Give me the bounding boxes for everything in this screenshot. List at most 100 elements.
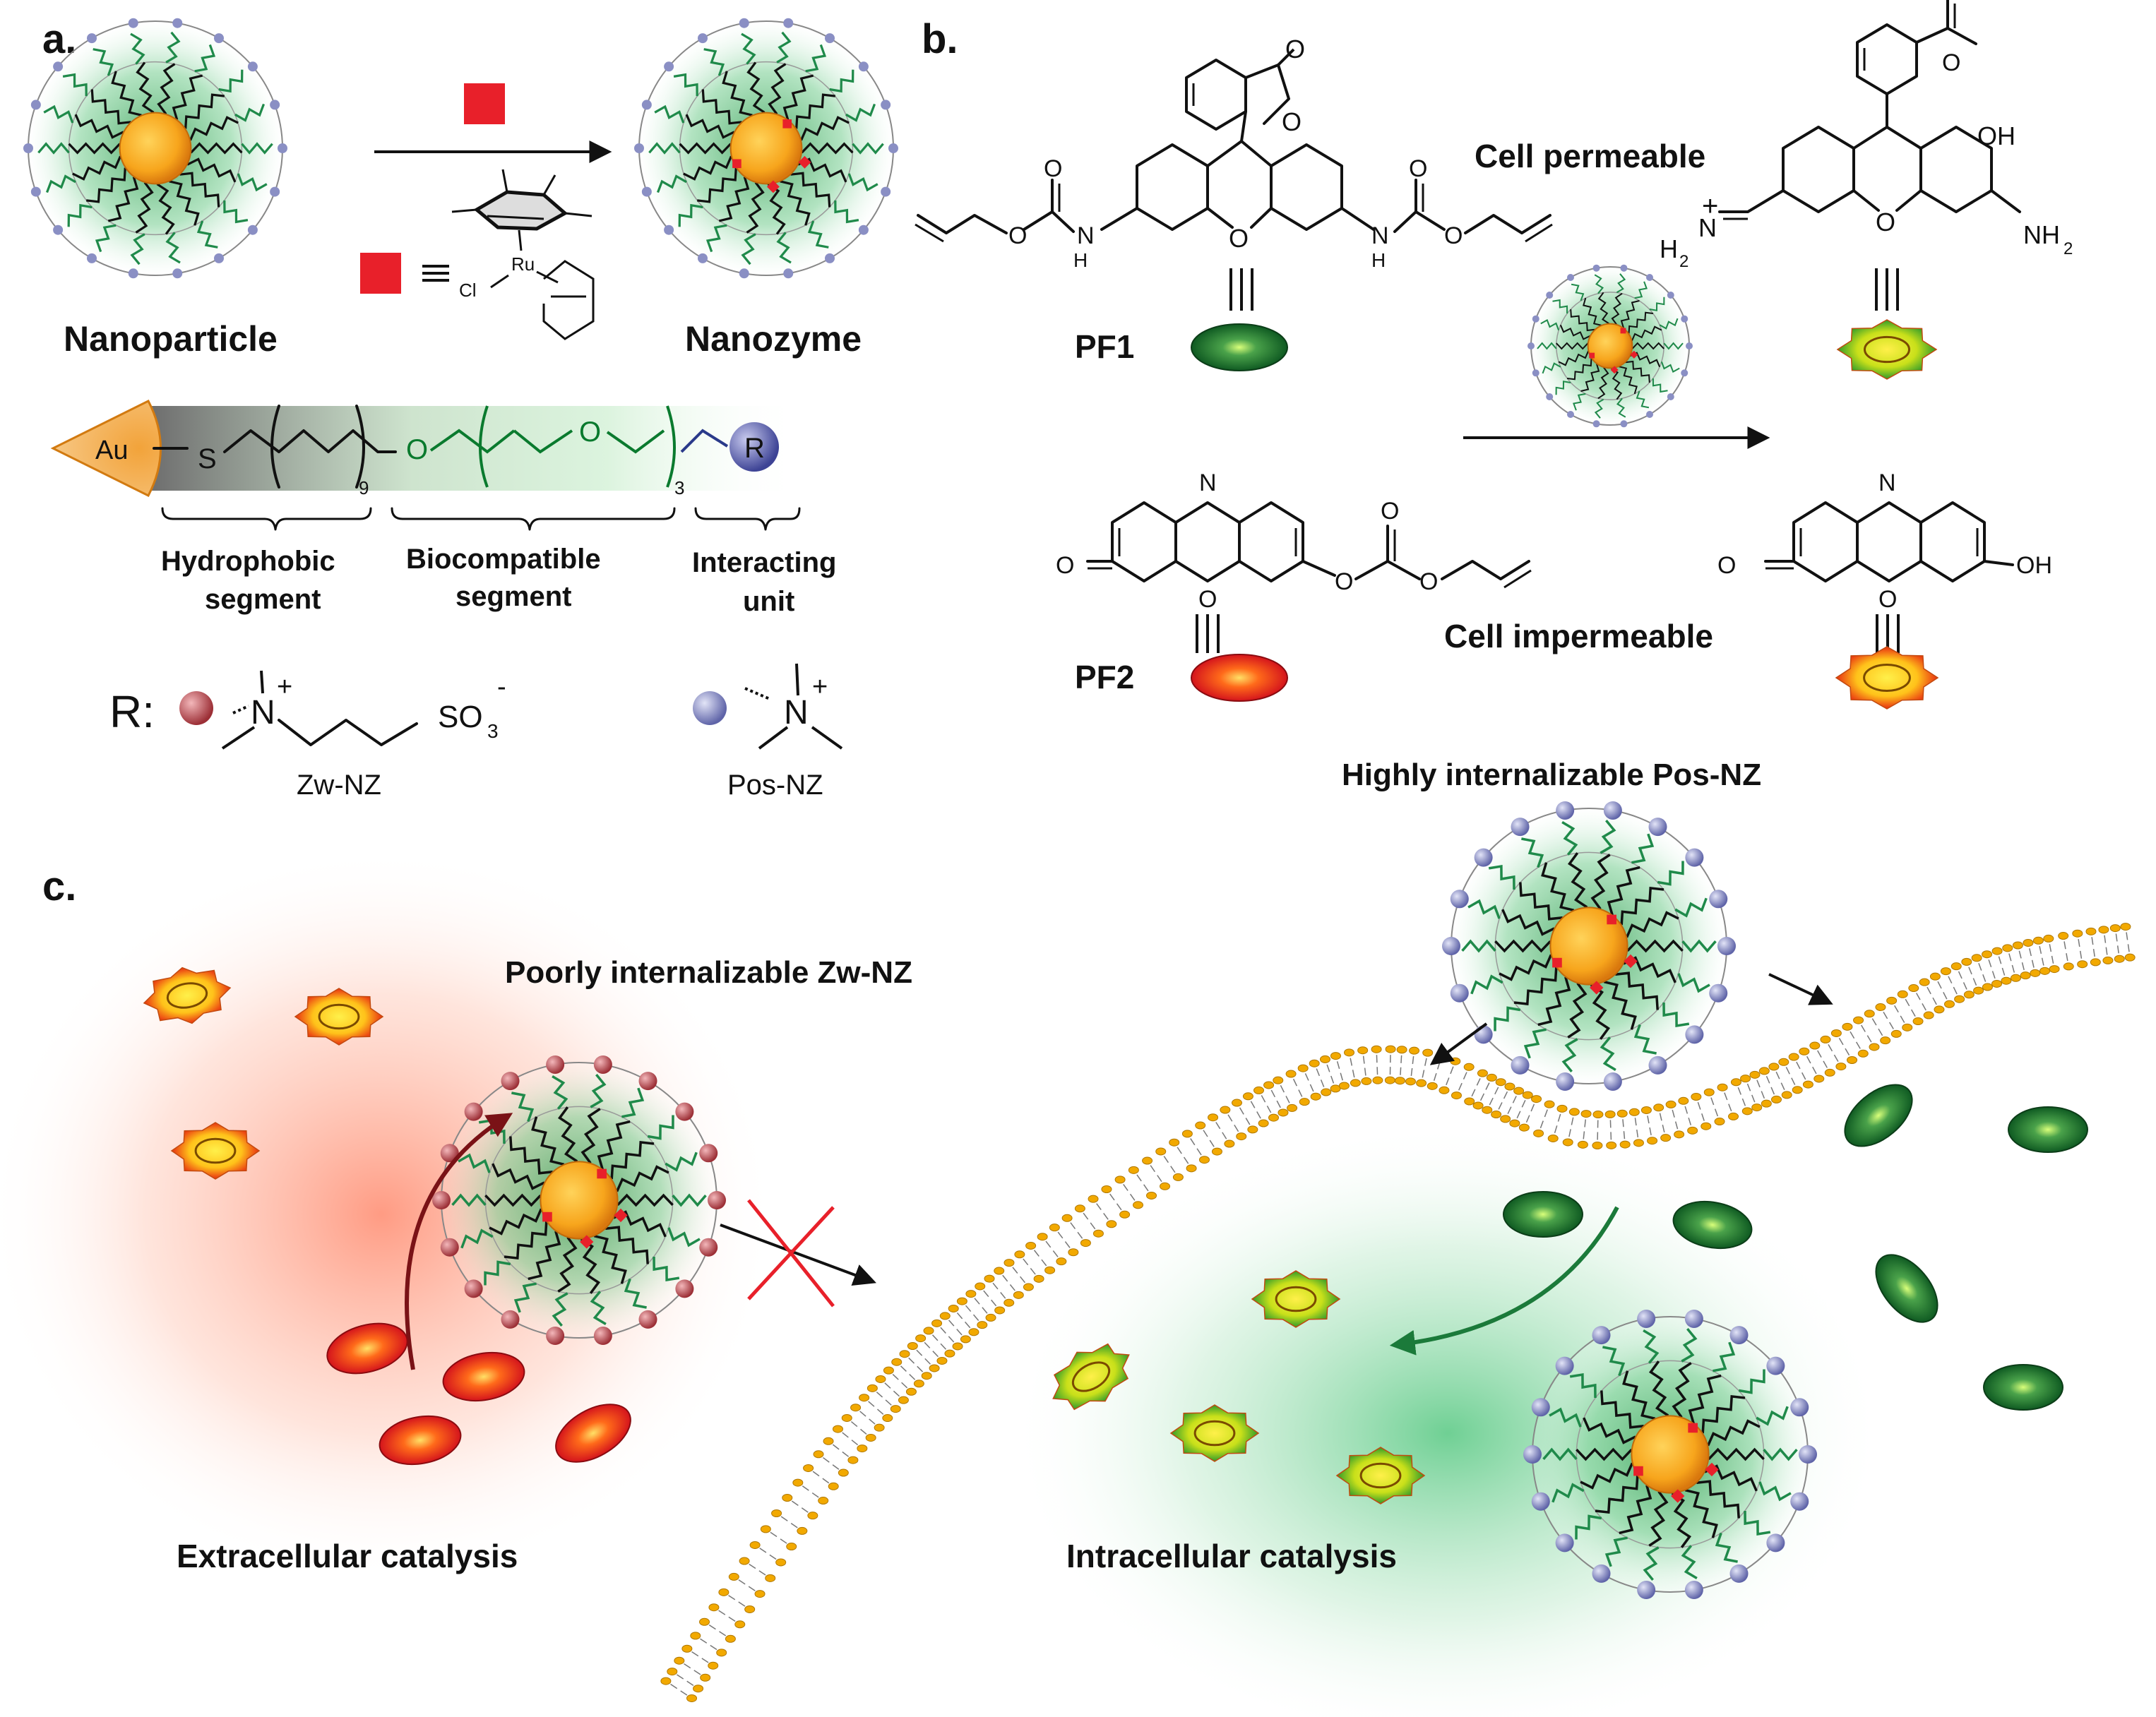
- nanozyme-catalyst-icon: [1527, 264, 1693, 428]
- extracellular-conversion-arrow: [405, 1113, 513, 1370]
- ruthenium-catalyst-structure: Ru Cl: [451, 169, 595, 340]
- segment-2-line1: Biocompatible: [406, 544, 601, 575]
- pf2-substrate-icon: [326, 1322, 408, 1375]
- pos-plus: +: [812, 672, 828, 702]
- au-atom: Au: [95, 436, 128, 465]
- resorufin-structure: N O O OH: [1717, 469, 2052, 653]
- rhodamine-acid-o: O: [1942, 49, 1960, 76]
- resorufin-product-icon: [170, 1122, 261, 1180]
- s-atom: S: [198, 443, 217, 474]
- cell-membrane: [660, 923, 2136, 1702]
- rhodamine-nh2-sub: 2: [2063, 239, 2073, 258]
- rhodamine-product-icon: [1335, 1447, 1426, 1504]
- resorufin-product-icon: [143, 967, 232, 1024]
- pf1-ester-o-left: O: [1008, 222, 1027, 249]
- r-colon-label: R:: [109, 686, 155, 737]
- ru-atom: Ru: [511, 253, 535, 275]
- nanoparticle-plain: [23, 18, 287, 279]
- r-group-bead: [729, 422, 779, 472]
- resorufin-ring-o: O: [1878, 586, 1897, 613]
- cell-permeable-label: Cell permeable: [1475, 138, 1705, 174]
- rhodamine-plus: +: [1702, 191, 1718, 222]
- nanozyme-particle: [634, 18, 898, 279]
- pf1-lactone-o: O: [1285, 35, 1305, 64]
- pf2-keto-o: O: [1056, 552, 1074, 579]
- pf2-substrate-icon: [442, 1351, 525, 1402]
- so3-group: SO: [438, 700, 483, 734]
- so3-minus: -: [497, 672, 506, 702]
- pf1-nh-right-h: H: [1371, 249, 1386, 271]
- resorufin-n-atom: N: [1878, 469, 1896, 496]
- rhodamine-product-icon: [1251, 1270, 1341, 1328]
- zw-n-atom: N: [251, 694, 275, 731]
- pf1-carbonyl-o-right: O: [1409, 155, 1427, 182]
- pf1-substrate-icon: [1844, 1084, 1913, 1147]
- pf1-ester-o-right: O: [1444, 222, 1463, 249]
- rhodamine-fluorescent-icon: [1836, 319, 1938, 380]
- pf1-nh-right-n: N: [1371, 222, 1389, 249]
- pf1-label: PF1: [1075, 328, 1134, 365]
- catalyst-square-legend-icon: [360, 253, 401, 294]
- pos-n-atom: N: [784, 694, 809, 731]
- cell-impermeable-label: Cell impermeable: [1444, 618, 1713, 654]
- pf2-carbonyl-o: O: [1381, 498, 1399, 525]
- pos-nz-outside: [1442, 801, 1736, 1091]
- rhodamine-nh2: NH: [2023, 220, 2060, 249]
- ligand-schematic: Au S 9 O O 3 R: [50, 400, 802, 498]
- intracellular-label: Intracellular catalysis: [1066, 1538, 1397, 1574]
- pf1-structure: O O O N H O O N H O O: [915, 35, 1553, 311]
- pf1-carbonyl-o-left: O: [1044, 155, 1062, 182]
- rhodamine-oh: OH: [1977, 121, 2015, 150]
- rhodamine-product-icon: [1169, 1404, 1260, 1462]
- zw-plus: +: [277, 672, 292, 702]
- resorufin-fluorescent-icon: [1835, 646, 1939, 710]
- zw-bead-icon: [179, 691, 213, 725]
- pf2-ester-o2: O: [1419, 568, 1438, 595]
- zw-nz-name: Zw-NZ: [297, 770, 381, 801]
- pf1-substrate-icon: [1875, 1254, 1938, 1323]
- extracellular-label: Extracellular catalysis: [177, 1538, 518, 1574]
- pf2-ring-o: O: [1198, 586, 1217, 613]
- panel-label-c: c.: [42, 863, 76, 909]
- segment-3-line2: unit: [743, 586, 794, 617]
- zw-nz-title: Poorly internalizable Zw-NZ: [505, 955, 912, 990]
- cl-atom: Cl: [459, 280, 477, 301]
- pf1-substrate-icon: [2008, 1106, 2088, 1153]
- pf2-ester-o1: O: [1335, 568, 1353, 595]
- r-groups: R: N + SO 3 - Zw-NZ N + Pos-NZ: [109, 663, 843, 801]
- pf2-substrate-icon: [555, 1404, 631, 1463]
- resorufin-product-icon: [294, 988, 384, 1046]
- pf1-xanthene-o: O: [1229, 224, 1249, 253]
- pf1-nh-left-h: H: [1073, 249, 1088, 271]
- triple-bond-equivalence: [422, 265, 449, 282]
- nanoparticle-label: Nanoparticle: [64, 319, 278, 359]
- so3-sub: 3: [487, 720, 499, 742]
- pos-nz-internalized: [1523, 1309, 1817, 1600]
- catalyst-square-icon: [464, 83, 505, 124]
- segment-3-line1: Interacting: [692, 547, 836, 578]
- pf1-substrate-icon: [1672, 1201, 1753, 1249]
- pf1-probe-icon: [1191, 323, 1288, 371]
- pf2-structure: N O O O O O: [1056, 469, 1532, 653]
- segment-2-line2: segment: [455, 581, 572, 612]
- pf1-substrate-icon: [1503, 1191, 1583, 1238]
- segment-1-line1: Hydrophobic: [161, 546, 335, 577]
- rhodamine-iminium-n: N: [1698, 213, 1717, 242]
- segment-1-line2: segment: [205, 584, 321, 615]
- panel-label-b: b.: [922, 16, 958, 62]
- o-atom-2: O: [579, 417, 601, 448]
- sub-3: 3: [674, 477, 684, 498]
- blocked-cross-icon: [747, 1199, 835, 1308]
- blocked-entry-arrow: [720, 1224, 876, 1286]
- pos-nz-title: Highly internalizable Pos-NZ: [1342, 758, 1761, 792]
- nanozyme-label: Nanozyme: [685, 319, 862, 359]
- segment-braces: [161, 507, 801, 531]
- resorufin-oh: OH: [2016, 552, 2052, 579]
- pos-entry-arrow-right: [1768, 973, 1833, 1005]
- pf2-probe-icon: [1191, 654, 1288, 702]
- rhodamine-h2-sub: 2: [1679, 252, 1689, 271]
- sub-9: 9: [359, 477, 369, 498]
- r-label: R: [744, 433, 765, 464]
- extracellular-glow: [0, 847, 777, 1581]
